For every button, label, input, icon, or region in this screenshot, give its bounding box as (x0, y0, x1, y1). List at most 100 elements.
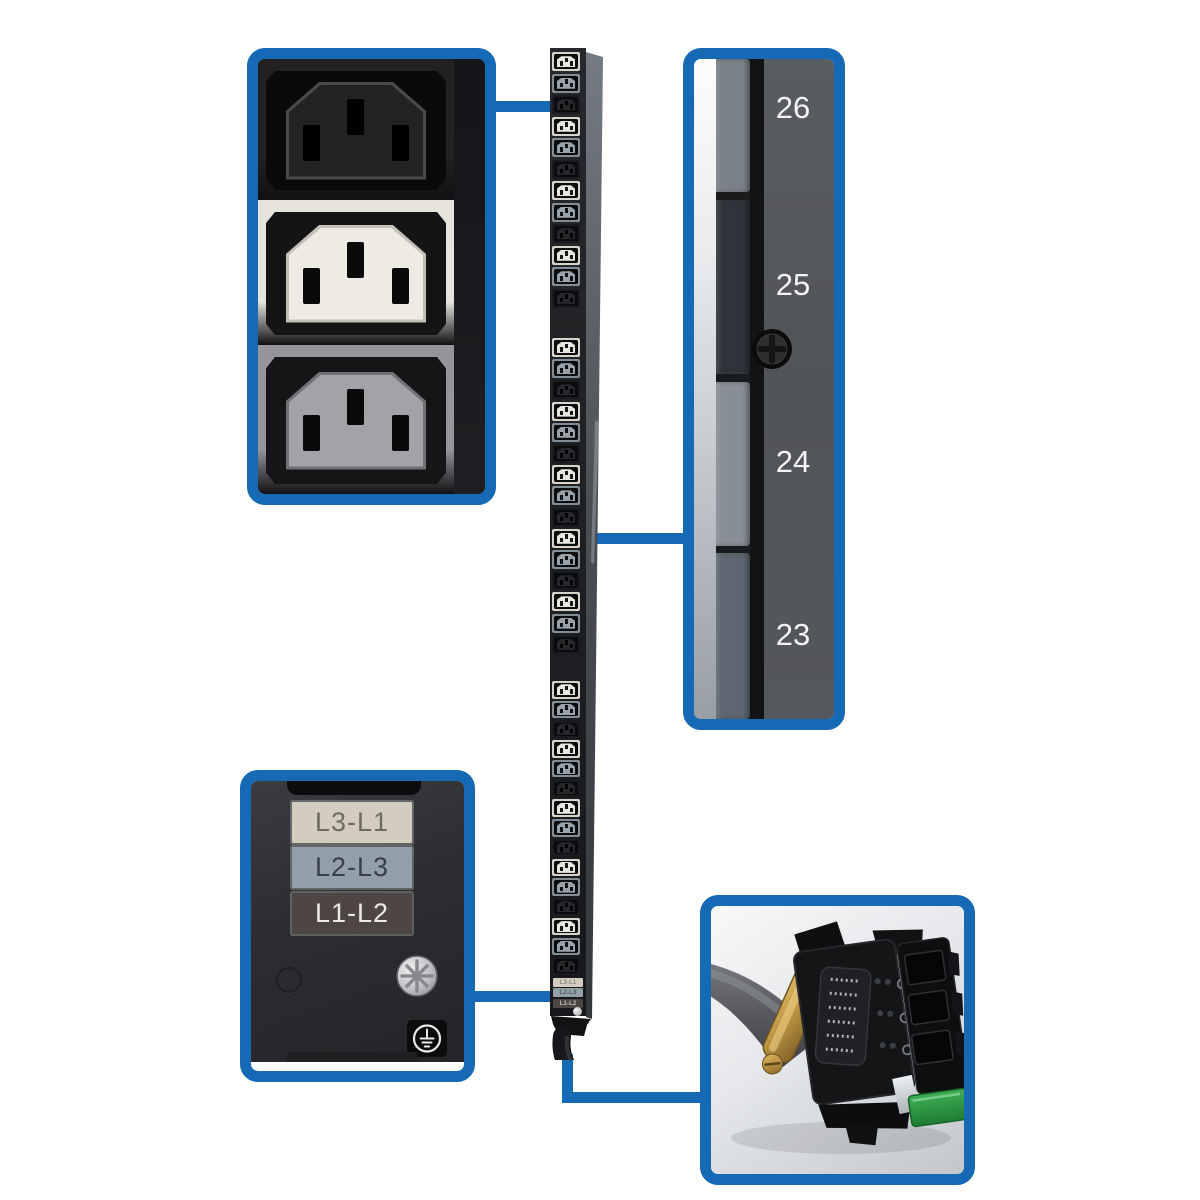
outlet-number: 23 (775, 617, 811, 652)
c13-outlet-gray (552, 613, 580, 633)
outlet-slot (569, 453, 573, 458)
outlet-slot (559, 168, 563, 174)
outlet-recess (554, 509, 578, 525)
outlet-face (557, 575, 575, 587)
outlet-face (557, 384, 575, 396)
outlet-slot (347, 241, 364, 278)
outlet-face (557, 426, 575, 438)
outlet-slot (564, 705, 568, 710)
c13-outlet-gray (552, 759, 580, 778)
outlet-face (557, 249, 575, 261)
ground-symbol-icon (407, 1020, 447, 1057)
outlet-slot (569, 537, 573, 543)
outlet-recess-top (287, 781, 421, 795)
outlet-slot (564, 122, 568, 127)
callout-line-phase-labels (464, 991, 556, 1002)
outlet-recess (554, 880, 578, 894)
outlet-slot (559, 254, 563, 260)
outlet-rim (286, 224, 426, 323)
outlet-recess (554, 488, 578, 504)
outlet-slot (569, 61, 573, 66)
outlet-recess (554, 573, 578, 589)
outlet-number: 26 (775, 90, 811, 125)
outlet-recess (554, 919, 578, 934)
c13-outlet-white (552, 116, 580, 136)
outlet-recess (554, 382, 578, 398)
outlet-slot (564, 744, 568, 750)
outlet-recess (554, 939, 578, 953)
outlet-slot (564, 343, 568, 348)
outlet-face (557, 901, 575, 913)
outlet-recess (554, 467, 578, 483)
c13-outlet-black (552, 634, 580, 654)
c13-outlet-gray (552, 937, 580, 955)
connector-shadow (731, 1122, 951, 1154)
outlet-number: 25 (775, 267, 811, 302)
outlet-face (557, 185, 575, 197)
outlet-recess (554, 269, 578, 285)
white-c13-outlet-closeup (258, 200, 454, 345)
c13-outlet-gray (552, 422, 580, 442)
outlet-recess (554, 552, 578, 567)
outlet-slot (559, 495, 563, 500)
outlet-slot (564, 640, 568, 645)
outlet-slot (559, 847, 563, 852)
c13-outlet-black (552, 95, 580, 115)
outlet-slot (569, 847, 573, 852)
outlet-recess (554, 247, 578, 263)
outlet-recess (554, 446, 578, 461)
outlet-slot (559, 537, 563, 543)
strip-screw-icon (573, 1007, 582, 1016)
outlet-slot (559, 768, 563, 773)
outlet-slot (569, 945, 573, 951)
outlet-face (557, 342, 575, 353)
outlet-slot (564, 79, 568, 84)
callout-outlet-types (247, 48, 496, 505)
input-power-connector-photo (711, 921, 964, 1154)
outlet-slot (559, 643, 563, 649)
outlet-slot (559, 516, 563, 522)
c13-outlet-gray (552, 700, 580, 719)
outlet-slot (569, 125, 573, 131)
outlet-face (557, 861, 575, 873)
outlet-slot (569, 190, 573, 195)
pdu-strip-body (550, 48, 603, 1060)
c13-outlet-black (552, 571, 580, 591)
outlet-slot (559, 866, 563, 872)
outlet-slot (559, 474, 563, 479)
outlet-face (557, 617, 575, 629)
outlet-face (557, 142, 575, 154)
c13-outlet-closeups (258, 59, 454, 494)
c13-outlet-face (289, 227, 423, 320)
outlet-side-module (716, 553, 750, 719)
outlet-recess (554, 860, 578, 875)
outlet-recess (554, 97, 578, 113)
outlet-recess (554, 118, 578, 134)
c13-outlet-black (552, 838, 580, 857)
outlet-face (557, 490, 575, 502)
outlet-slot (564, 449, 568, 454)
outlet-slot (564, 555, 568, 560)
phase-label: L1-L2 (292, 893, 412, 934)
outlet-slot (564, 428, 568, 433)
outlet-slot (392, 267, 409, 304)
outlet-slot (564, 364, 568, 370)
outlet-slot (564, 385, 568, 391)
outlet-face (557, 960, 575, 972)
outlet-recess (554, 290, 578, 306)
outlet-slot (569, 886, 573, 892)
outlet-slot (569, 643, 573, 649)
outlet-slot (559, 708, 563, 714)
outlet-side-module (716, 200, 750, 374)
outlet-slot (569, 748, 573, 753)
outlet-slot (564, 725, 568, 730)
outlet-recess (554, 683, 578, 697)
strip-bottom-cap (551, 1016, 591, 1036)
outlet-recess (554, 361, 578, 377)
c13-outlet-gray (552, 267, 580, 287)
outlet-face (557, 120, 575, 132)
outlet-slot (569, 168, 573, 174)
outlet-slot (569, 622, 573, 628)
